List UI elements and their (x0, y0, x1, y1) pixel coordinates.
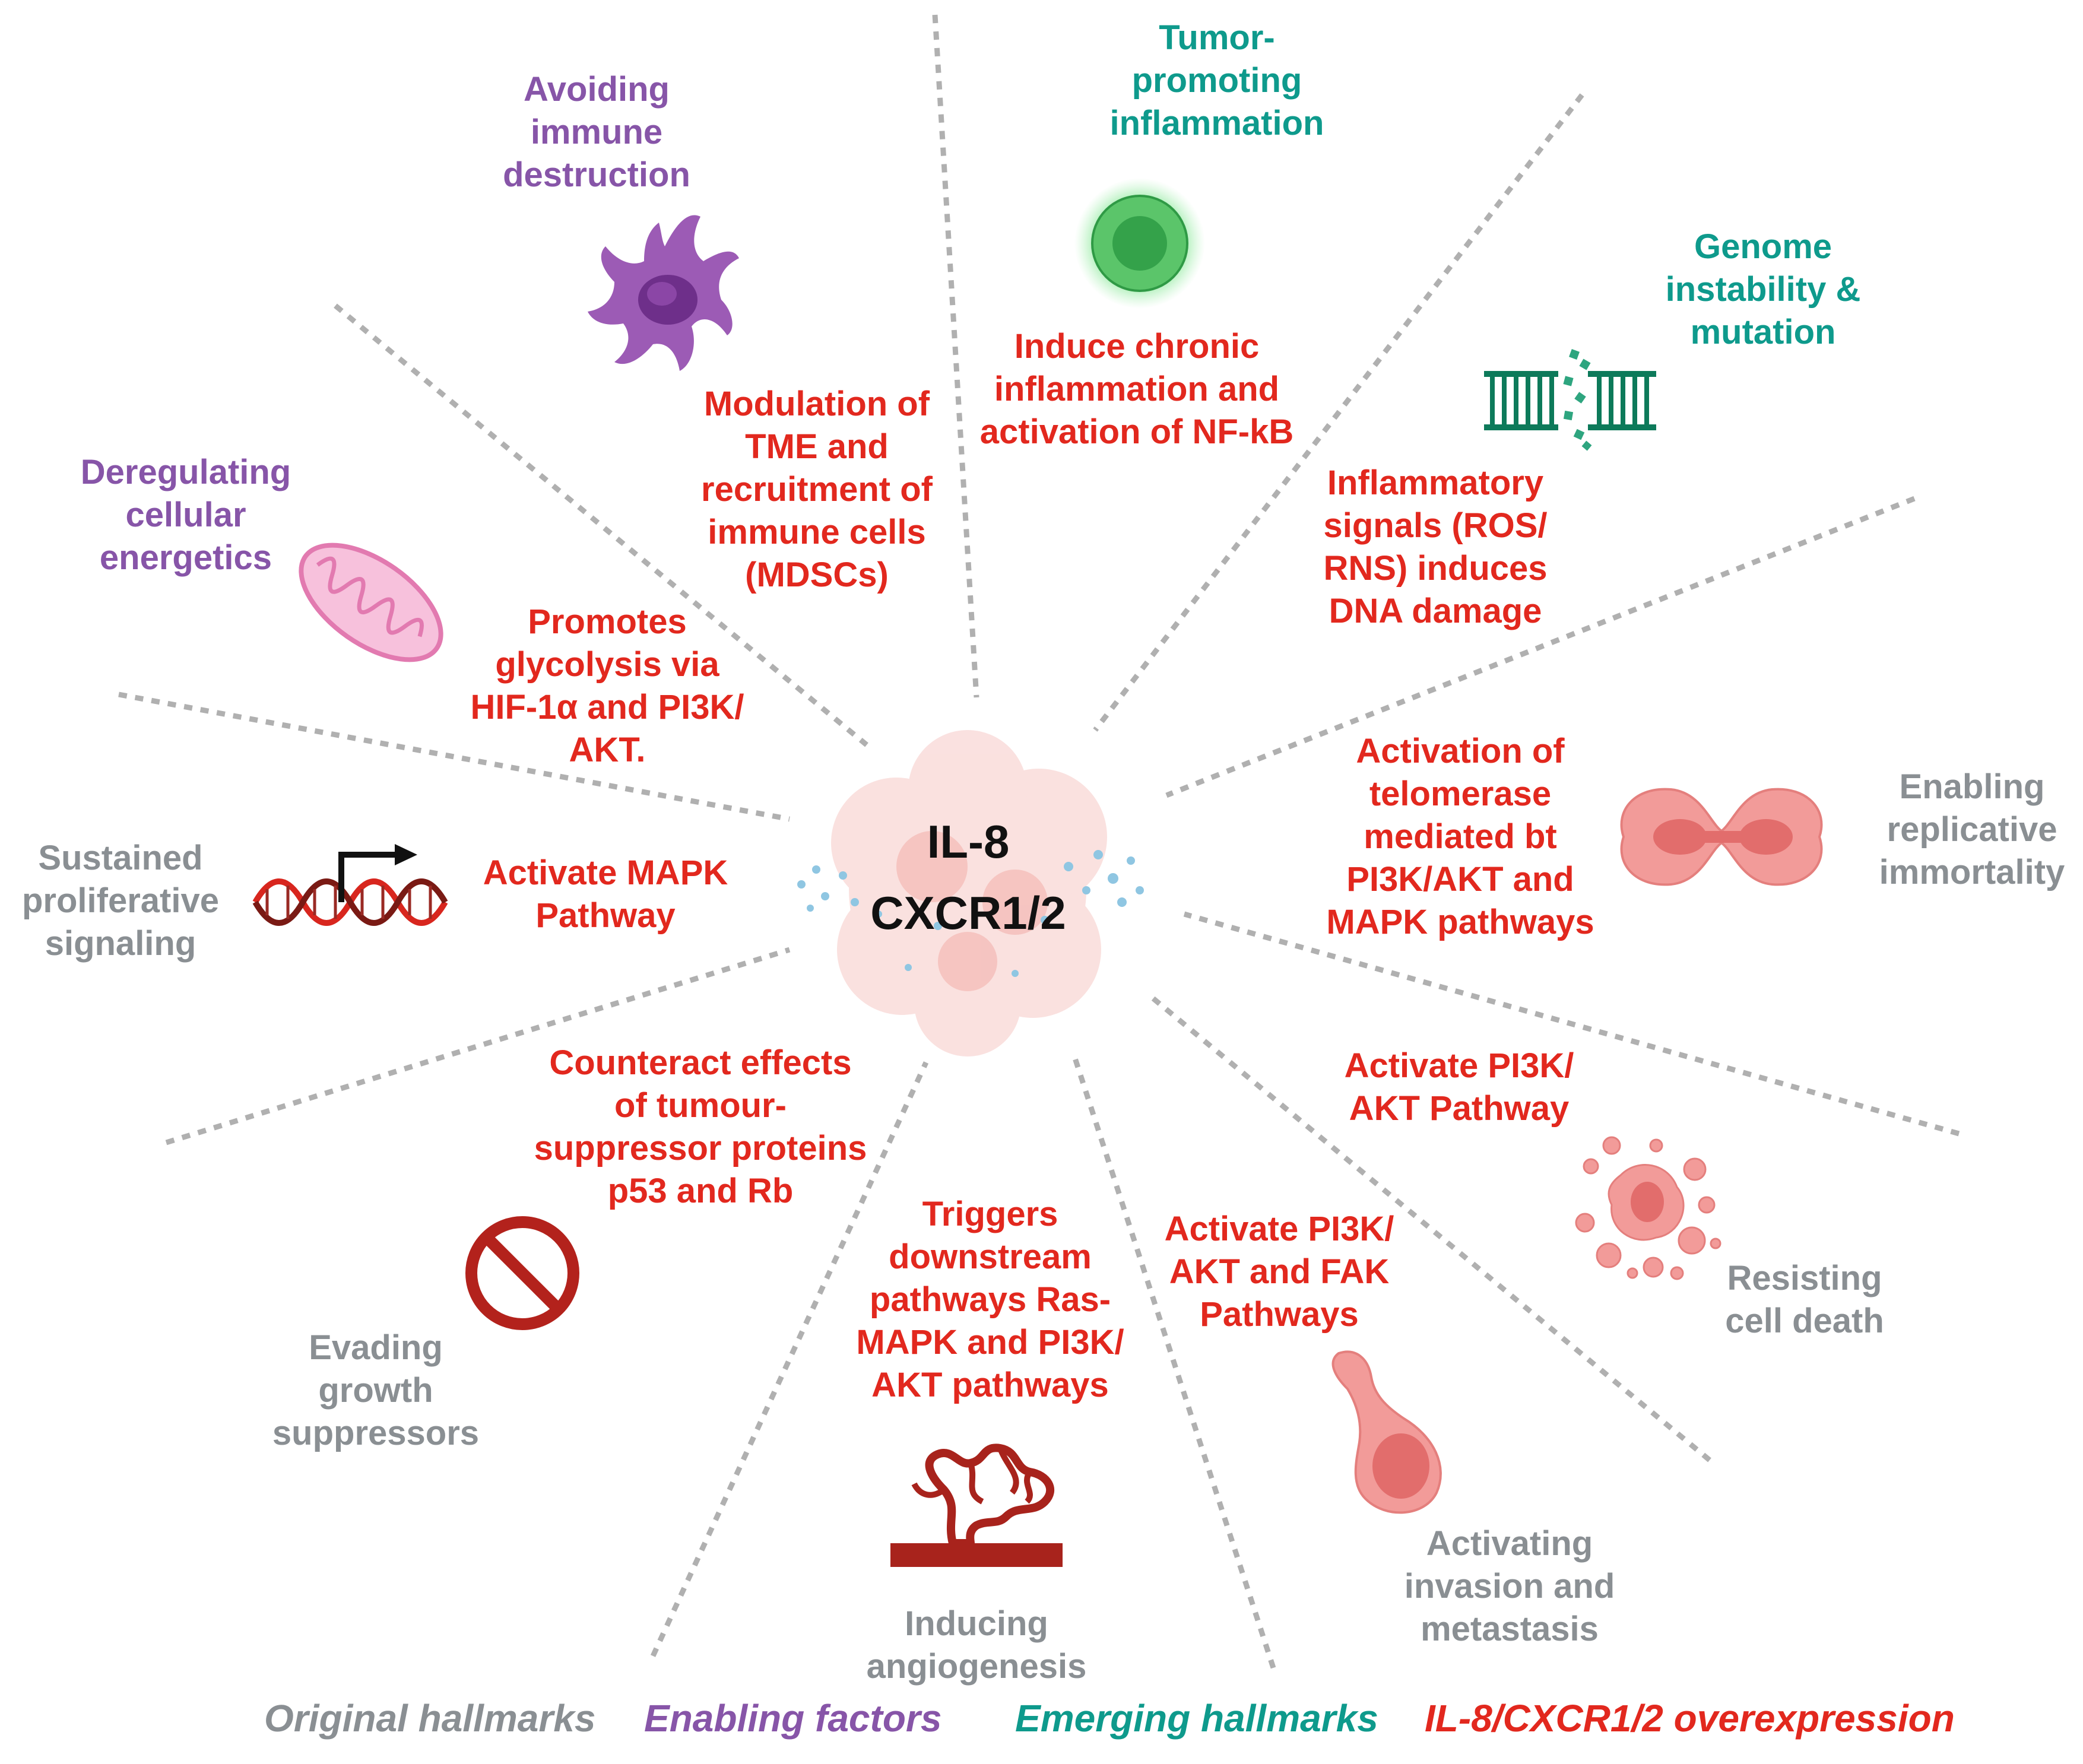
hallmark-tumor-promoting-inflammation: Tumor- promoting inflammation (1109, 18, 1324, 142)
legend-enabling-factors: Enabling factors (644, 1697, 942, 1740)
apoptotic-cell-icon (1575, 1136, 1721, 1280)
mechanism-ros-rns-dna-damage: Inflammatory signals (ROS/ RNS) induces … (1323, 464, 1548, 630)
legend-il8-overexpression: IL-8/CXCR1/2 overexpression (1425, 1697, 1955, 1740)
mechanism-tme-modulation: Modulation of TME and recruitment of imm… (701, 385, 933, 594)
prohibition-icon (465, 1216, 579, 1330)
hallmark-evading-growth-suppressors: Evading growth suppressors (272, 1328, 480, 1452)
ray-top-right (1093, 93, 1584, 732)
hallmark-avoiding-immune-destruction: Avoiding immune destruction (503, 70, 690, 194)
ray-left-upper (118, 691, 790, 822)
gene-expression-icon (252, 844, 448, 926)
ray-right-lower (1183, 911, 1960, 1137)
center-title-cxcr: CXCR1/2 (870, 887, 1066, 939)
mechanism-telomerase: Activation of telomerase mediated bt PI3… (1326, 732, 1594, 941)
mechanism-ras-mapk: Triggers downstream pathways Ras- MAPK a… (856, 1195, 1124, 1404)
ray-bottom-right (1150, 995, 1711, 1462)
mechanism-mapk: Activate MAPK Pathway (483, 854, 728, 935)
migrating-cell-icon (1331, 1350, 1442, 1514)
tumor-cell-cluster-icon (797, 730, 1144, 1057)
ray-top (932, 14, 979, 698)
hallmark-activating-invasion-metastasis: Activating invasion and metastasis (1404, 1524, 1615, 1648)
ray-bottom-mid-right (1071, 1055, 1276, 1669)
dendritic-cell-icon (588, 215, 739, 371)
mechanism-pi3k-akt: Activate PI3K/ AKT Pathway (1344, 1046, 1574, 1128)
hallmark-replicative-immortality: Enabling replicative immortality (1879, 767, 2065, 891)
legend-emerging-hallmarks: Emerging hallmarks (1015, 1697, 1378, 1740)
hallmark-resisting-cell-death: Resisting cell death (1725, 1259, 1884, 1340)
hallmark-sustained-proliferative-signaling: Sustained proliferative signaling (22, 839, 219, 963)
mechanism-tumour-suppressor: Counteract effects of tumour- suppressor… (534, 1043, 867, 1210)
legend-original-hallmarks: Original hallmarks (264, 1697, 596, 1740)
mechanism-glycolysis: Promotes glycolysis via HIF-1α and PI3K/… (470, 602, 744, 769)
dividing-cell-icon (1620, 788, 1823, 886)
mechanism-chronic-inflammation: Induce chronic inflammation and activati… (979, 327, 1294, 451)
blood-vessel-icon (890, 1443, 1063, 1567)
center-title-il8: IL-8 (927, 816, 1010, 868)
inflamed-cell-icon (1074, 178, 1205, 309)
mechanism-fak: Activate PI3K/ AKT and FAK Pathways (1164, 1210, 1394, 1334)
hallmark-inducing-angiogenesis: Inducing angiogenesis (866, 1604, 1087, 1686)
mitochondria-icon (299, 542, 443, 662)
hallmark-genome-instability: Genome instability & mutation (1665, 227, 1861, 351)
dna-damage-icon (1484, 349, 1656, 451)
hallmark-deregulating-energetics: Deregulating cellular energetics (80, 453, 291, 577)
ray-right-upper (1165, 496, 1916, 798)
